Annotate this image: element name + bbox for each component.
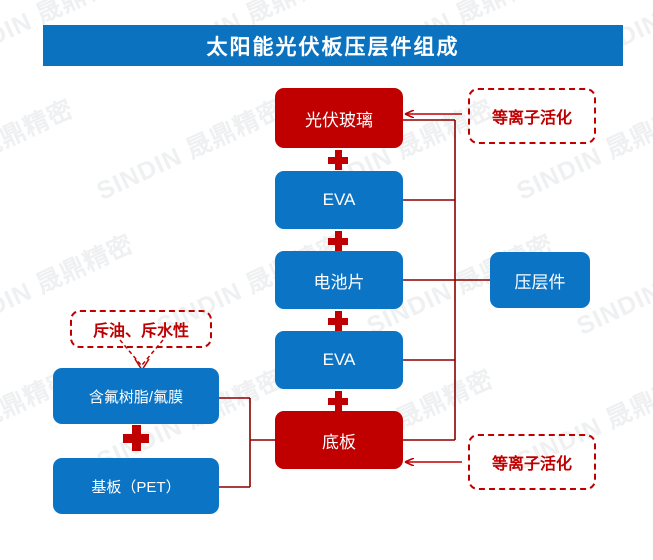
item-substrate-pet[interactable]: 基板（PET） xyxy=(53,458,219,514)
callout-label: 斥油、斥水性 xyxy=(92,323,189,340)
callout-label: 等离子活化 xyxy=(491,110,572,127)
layer-solar-cell[interactable]: 电池片 xyxy=(275,251,403,309)
watermark-text: SINDIN 晟鼎精密 xyxy=(0,94,79,206)
item-fluoro-resin-film[interactable]: 含氟树脂/氟膜 xyxy=(53,368,219,424)
layer-label: 底板 xyxy=(322,432,356,452)
item-label: 含氟树脂/氟膜 xyxy=(88,388,184,406)
plus-icon xyxy=(328,311,348,331)
plus-icon xyxy=(123,425,149,451)
plus-icon xyxy=(328,150,348,170)
layer-eva-bottom[interactable]: EVA xyxy=(275,331,403,389)
layer-label: EVA xyxy=(322,190,356,209)
callout-plasma-bottom[interactable]: 等离子活化 xyxy=(468,434,596,490)
page-title: 太阳能光伏板压层件组成 xyxy=(43,25,623,66)
plus-icon xyxy=(328,391,348,411)
backsheet-bracket xyxy=(219,397,275,488)
plus-icon xyxy=(328,231,348,251)
laminate-bracket xyxy=(403,119,490,441)
layer-backsheet[interactable]: 底板 xyxy=(275,411,403,469)
item-label: 基板（PET） xyxy=(91,478,181,496)
callout-oil-water-repellency[interactable]: 斥油、斥水性 xyxy=(70,310,212,348)
callout-plasma-top[interactable]: 等离子活化 xyxy=(468,88,596,144)
layer-label: 光伏玻璃 xyxy=(305,110,373,130)
watermark-text: SINDIN 晟鼎精密 xyxy=(92,94,289,206)
layer-pv-glass[interactable]: 光伏玻璃 xyxy=(275,88,403,148)
laminate-box[interactable]: 压层件 xyxy=(490,252,590,308)
laminate-label: 压层件 xyxy=(514,272,566,292)
layer-label: 电池片 xyxy=(313,272,365,292)
layer-label: EVA xyxy=(322,350,356,369)
page-title-text: 太阳能光伏板压层件组成 xyxy=(206,35,460,59)
layer-eva-top[interactable]: EVA xyxy=(275,171,403,229)
callout-label: 等离子活化 xyxy=(491,456,572,473)
